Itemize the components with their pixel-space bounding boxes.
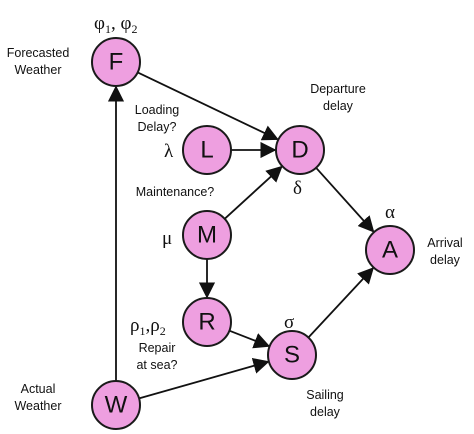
- node-letter-w: W: [105, 392, 128, 419]
- label-departure-delay: Departure delay: [310, 82, 366, 113]
- edge-r-to-s: [229, 329, 271, 349]
- label-sailing-delay-line2: delay: [310, 405, 341, 419]
- label-sailing-delay: Sailing delay: [306, 388, 344, 419]
- node-arrival-delay: A: [365, 225, 415, 275]
- label-loading-delay: Loading Delay?: [135, 103, 180, 134]
- param-lambda: λ: [164, 141, 174, 162]
- label-arrival-delay-line1: Arrival: [427, 236, 462, 250]
- label-loading-delay-line2: Delay?: [138, 120, 177, 134]
- node-loading-delay: L: [182, 125, 232, 175]
- label-departure-delay-line1: Departure: [310, 82, 366, 96]
- edge-f-to-d: [137, 71, 279, 141]
- node-letter-r: R: [198, 309, 215, 336]
- node-maintenance: M: [182, 210, 232, 260]
- label-forecasted-weather-line2: Weather: [14, 63, 61, 77]
- edge-m-to-d: [224, 165, 283, 220]
- label-repair-at-sea-line2: at sea?: [136, 358, 177, 372]
- label-repair-at-sea: Repair at sea?: [136, 341, 177, 372]
- node-letter-a: A: [382, 237, 398, 264]
- node-sailing-delay: S: [267, 330, 317, 380]
- edge-w-to-s: [138, 357, 270, 400]
- param-delta: δ: [293, 178, 302, 199]
- edge-s-to-a: [307, 267, 375, 339]
- node-actual-weather: W: [91, 380, 141, 430]
- node-repair-at-sea: R: [182, 297, 232, 347]
- param-rho: ρ1,ρ2: [130, 315, 166, 338]
- param-mu: μ: [162, 228, 172, 249]
- node-forecasted-weather: F: [91, 37, 141, 87]
- label-sailing-delay-line1: Sailing: [306, 388, 344, 402]
- node-letter-d: D: [291, 137, 308, 164]
- node-letter-f: F: [109, 49, 124, 76]
- label-arrival-delay-line2: delay: [430, 253, 461, 267]
- label-repair-at-sea-line1: Repair: [139, 341, 176, 355]
- node-letter-m: M: [197, 222, 217, 249]
- label-departure-delay-line2: delay: [323, 99, 354, 113]
- param-phi: φ1, φ2: [94, 13, 137, 36]
- label-actual-weather-line2: Weather: [14, 399, 61, 413]
- label-actual-weather-line1: Actual: [21, 382, 56, 396]
- node-letter-s: S: [284, 342, 300, 369]
- param-sigma: σ: [284, 312, 294, 333]
- label-forecasted-weather-line1: Forecasted: [7, 46, 70, 60]
- edge-d-to-a: [315, 167, 375, 233]
- label-actual-weather: Actual Weather: [14, 382, 61, 413]
- param-alpha: α: [385, 202, 395, 223]
- label-loading-delay-line1: Loading: [135, 103, 180, 117]
- label-forecasted-weather: Forecasted Weather: [7, 46, 70, 77]
- node-letter-l: L: [200, 137, 213, 164]
- edges-group: [107, 71, 375, 400]
- label-maintenance: Maintenance?: [136, 185, 215, 199]
- node-departure-delay: D: [275, 125, 325, 175]
- label-arrival-delay: Arrival delay: [427, 236, 462, 267]
